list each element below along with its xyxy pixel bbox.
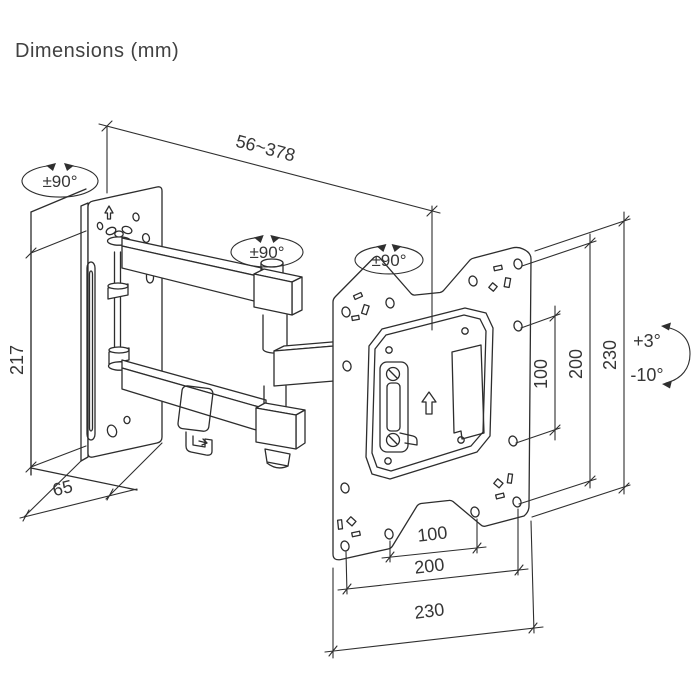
dim-label-vesa-height-inner: 100 xyxy=(531,359,551,389)
rotation-symbol-plate: ±90° xyxy=(354,244,424,275)
dim-label-wall-plate-height: 217 xyxy=(7,345,27,375)
dim-vesa-width-outer: 200 xyxy=(337,508,529,595)
articulating-arm xyxy=(121,237,345,469)
dim-plate-height: 230 xyxy=(531,211,631,518)
dim-label-arm-extension: 56~378 xyxy=(234,131,298,166)
dim-label-plate-width: 230 xyxy=(413,599,445,623)
dim-plate-width: 230 xyxy=(324,520,544,659)
cable-clip xyxy=(177,385,214,456)
dim-label-plate-height: 230 xyxy=(600,340,620,370)
swivel-wall-label: ±90° xyxy=(42,172,77,191)
up-arrow-icon xyxy=(104,205,114,220)
dim-wall-plate-width: 65 xyxy=(19,442,163,522)
tilt-down-label: -10° xyxy=(630,365,663,385)
plate-slot-marks xyxy=(336,264,514,538)
cable-cutout xyxy=(451,344,485,440)
tilt-arc-arrow-icon xyxy=(664,326,691,384)
dim-label-vesa-height-outer: 200 xyxy=(566,349,586,379)
elbow-bolt xyxy=(264,448,291,467)
dim-vesa-width-inner: 100 xyxy=(381,518,487,563)
dim-label-wall-plate-width: 65 xyxy=(50,476,74,500)
rotation-symbol-wall: ±90° xyxy=(21,163,99,198)
locking-latch xyxy=(379,361,418,453)
swivel-plate-label: ±90° xyxy=(371,251,406,270)
rotation-symbol-elbow: ±90° xyxy=(230,235,304,268)
dim-wall-plate-height: 217 xyxy=(7,230,87,476)
dim-label-vesa-width-inner: 100 xyxy=(416,522,448,545)
dim-vesa-height-outer: 200 xyxy=(518,233,597,505)
wall-plate xyxy=(80,186,163,462)
page-title: Dimensions (mm) xyxy=(15,40,179,62)
elbow-joint xyxy=(253,258,345,469)
swivel-elbow-label: ±90° xyxy=(249,243,284,262)
tilt-annotation: +3° -10° xyxy=(630,322,691,389)
dim-label-vesa-width-outer: 200 xyxy=(413,554,445,577)
vesa-adapter-plate xyxy=(365,307,494,480)
tilt-up-label: +3° xyxy=(633,331,661,351)
up-arrow-icon xyxy=(421,391,437,415)
dim-vesa-height-inner: 100 xyxy=(515,305,561,444)
plate-mounting-holes xyxy=(340,258,523,552)
